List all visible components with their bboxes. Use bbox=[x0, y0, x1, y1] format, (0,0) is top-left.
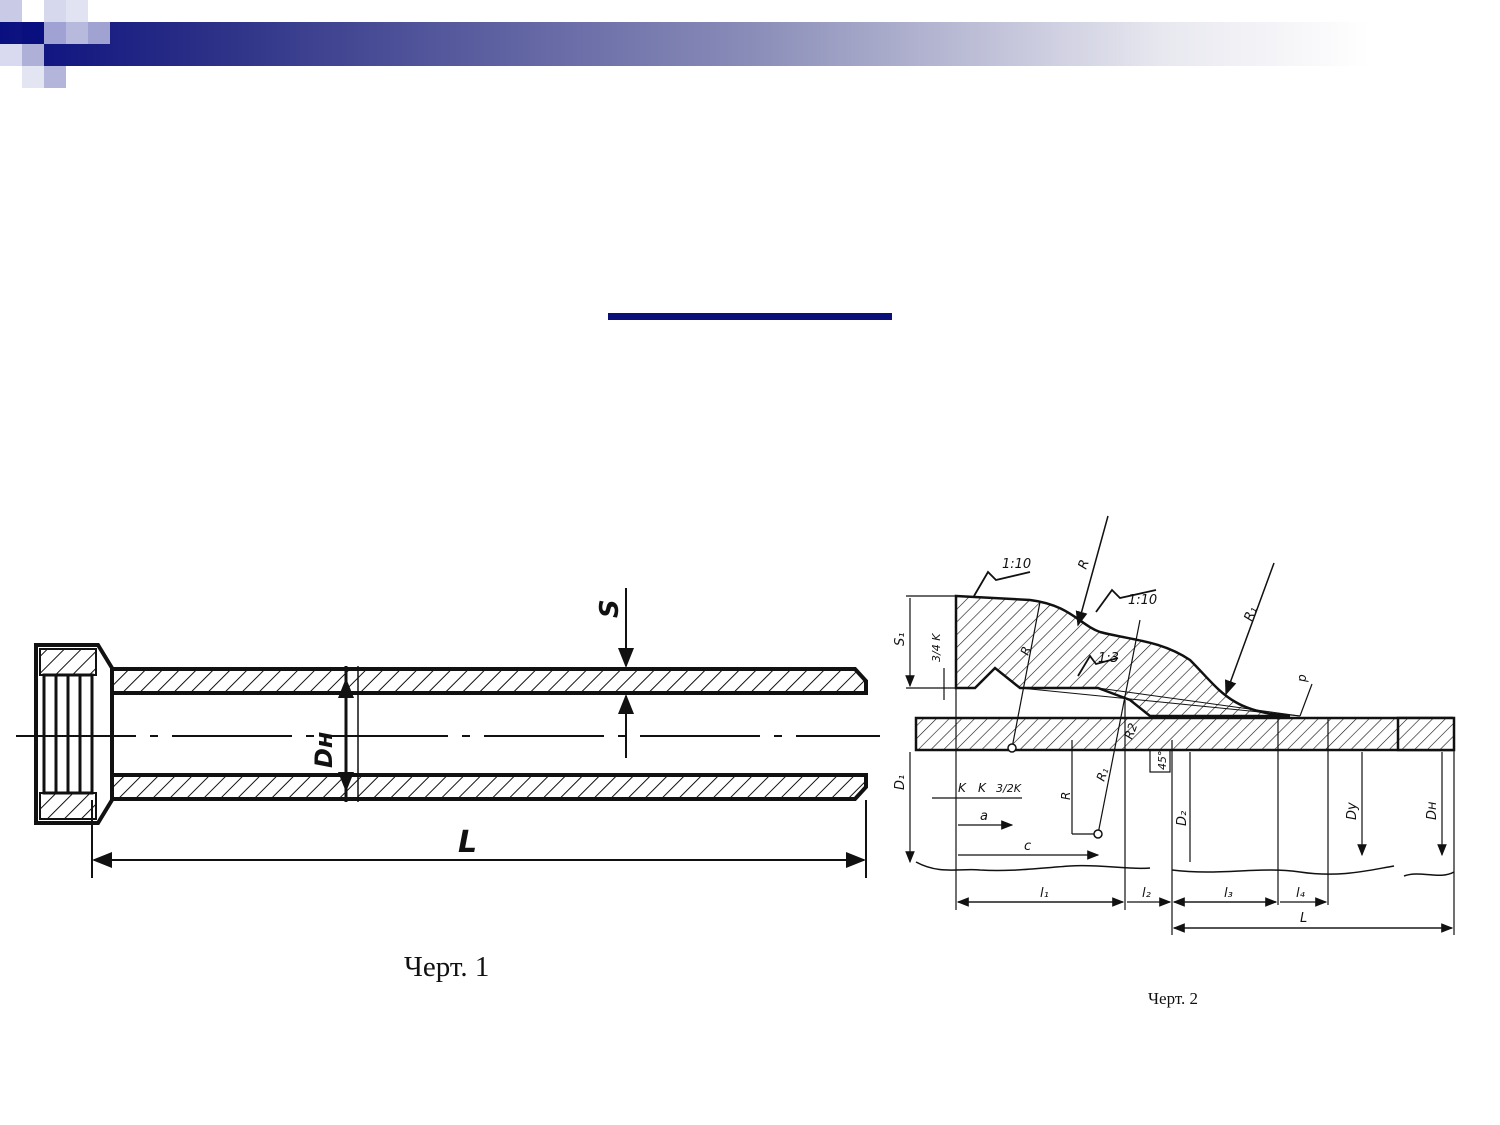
fig1-length-label: L bbox=[458, 825, 477, 860]
logo-square-mid bbox=[22, 44, 44, 66]
socket-hatch-bottom bbox=[39, 792, 97, 820]
logo-square-light bbox=[44, 0, 66, 22]
logo-square-light bbox=[22, 66, 44, 88]
dim-label-s1: S₁ bbox=[893, 633, 908, 646]
radius-label-r2: R2 bbox=[1122, 721, 1141, 741]
dim-label-a: a bbox=[980, 809, 988, 824]
slope-label-2: 1:10 bbox=[1128, 593, 1157, 608]
dim-label-dy: Dу bbox=[1345, 802, 1360, 820]
angle-label-45: 45° bbox=[1156, 751, 1169, 771]
socket-hatch-top bbox=[39, 648, 97, 676]
radius-label-r-top: R bbox=[1076, 558, 1093, 572]
logo-square-mid bbox=[66, 22, 88, 44]
pipe-wall-bottom bbox=[110, 773, 868, 801]
dim-label-d1: D₁ bbox=[893, 775, 908, 790]
logo-square-mid bbox=[88, 22, 110, 44]
logo-square-light bbox=[0, 0, 22, 22]
radius-label-r1-top: R₁ bbox=[1242, 605, 1261, 624]
figure2-caption: Черт. 2 bbox=[1148, 989, 1199, 1008]
dim-label-3-4k: 3/4 K bbox=[930, 633, 943, 662]
radius-label-r1-inner: R₁ bbox=[1094, 766, 1112, 783]
header-gradient-bar bbox=[0, 22, 1370, 66]
dim-label-l2: l₂ bbox=[1142, 886, 1151, 901]
slope-label-3: 1:3 bbox=[1098, 651, 1119, 666]
dim-label-l-total: L bbox=[1300, 911, 1307, 926]
pipe-wall-top bbox=[110, 667, 868, 695]
dim-label-l4: l₄ bbox=[1296, 886, 1306, 901]
dim-label-l3: l₃ bbox=[1224, 886, 1233, 901]
dim-label-d2: D₂ bbox=[1175, 811, 1190, 826]
fig1-diameter-label: Dн bbox=[310, 731, 338, 768]
dim-label-dn: Dн bbox=[1425, 801, 1440, 820]
radius-label-r-vertical: R bbox=[1059, 792, 1073, 800]
pipe-wall-band bbox=[914, 716, 1454, 752]
logo-square-light bbox=[66, 0, 88, 22]
logo-square-dark bbox=[22, 22, 44, 44]
figure2-socket-detail bbox=[905, 515, 1456, 935]
p-label: p bbox=[1295, 674, 1309, 683]
logo-square-light bbox=[0, 44, 22, 66]
slope-label-1: 1:10 bbox=[1002, 557, 1031, 572]
figure1-pipe-drawing bbox=[16, 588, 880, 878]
dim-label-k2: K bbox=[978, 781, 987, 795]
logo-square-mid bbox=[44, 22, 66, 44]
dim-label-k1: K bbox=[958, 781, 967, 795]
dim-label-c: c bbox=[1024, 839, 1031, 854]
figure1-caption: Черт. 1 bbox=[404, 951, 490, 983]
logo-square-mid bbox=[44, 66, 66, 88]
dim-label-l1: l₁ bbox=[1040, 886, 1049, 901]
dim-label-3-2k: 3/2K bbox=[996, 782, 1022, 795]
fig1-wall-label: S bbox=[595, 599, 625, 618]
title-underline bbox=[608, 313, 892, 320]
